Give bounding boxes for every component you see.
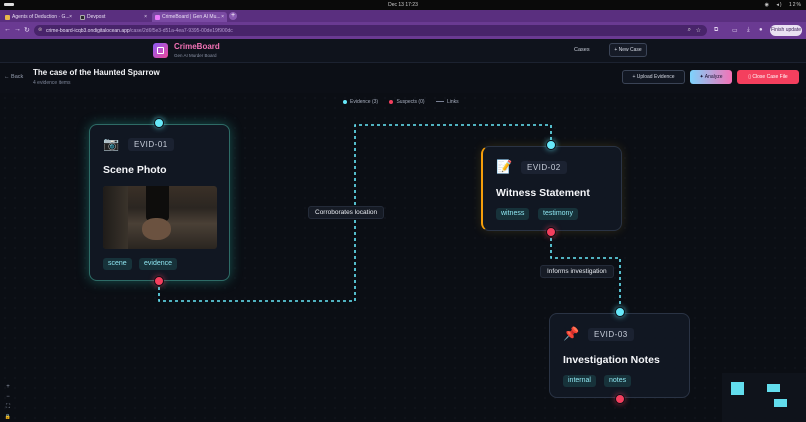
edge-layer	[158, 124, 621, 313]
evidence-title: Witness Statement	[496, 187, 590, 199]
tag-witness[interactable]: witness	[496, 208, 530, 220]
evidence-id-badge: EVID-01	[128, 138, 174, 151]
new-tab-button[interactable]: +	[229, 12, 237, 20]
crimeboard-logo-icon[interactable]	[153, 43, 168, 58]
legend-evidence: Evidence (3)	[350, 99, 379, 105]
tab-search-icon[interactable]: ▭	[732, 28, 738, 34]
finish-update-button[interactable]: Finish update	[770, 25, 802, 36]
profile-avatar-icon[interactable]: ●	[759, 27, 763, 33]
tag-evidence[interactable]: evidence	[139, 258, 178, 270]
fit-view-icon[interactable]: ⛶	[5, 404, 11, 410]
sparkle-icon: ✦	[699, 74, 705, 80]
minimap[interactable]	[722, 373, 806, 422]
close-icon[interactable]: ×	[221, 14, 224, 20]
back-button[interactable]: ← Back	[4, 74, 24, 80]
url-host: crime-board-icqb3.ondigitalocean.app	[46, 28, 130, 34]
close-icon[interactable]: ×	[69, 14, 72, 20]
reload-icon[interactable]: ↻	[24, 27, 30, 34]
close-case-label: Close Case File	[752, 74, 788, 80]
close-icon[interactable]: ×	[144, 14, 147, 20]
evidence-card-evid-03[interactable]: 📌 EVID-03 Investigation Notes internal n…	[549, 313, 690, 398]
edge-label-corroborates[interactable]: Corroborates location	[308, 206, 385, 219]
pushpin-icon: 📌	[563, 326, 580, 341]
site-info-icon[interactable]: ⊜	[38, 27, 43, 33]
download-icon[interactable]: ⤓	[747, 27, 750, 33]
extensions-icon[interactable]: ⧉	[714, 27, 719, 33]
target-handle[interactable]	[546, 140, 556, 150]
evidence-card-evid-01[interactable]: 📷 EVID-01 Scene Photo scene evidence	[89, 124, 230, 281]
tab-favicon	[155, 14, 160, 20]
tab-title: Agents of Deduction · G...	[12, 14, 70, 20]
evidence-id-badge: EVID-02	[521, 161, 567, 174]
camera-icon: 📷	[103, 136, 120, 151]
minimap-node	[767, 384, 780, 392]
source-handle[interactable]	[154, 276, 164, 286]
close-case-button[interactable]: ▯ Close Case File	[737, 70, 799, 84]
board-canvas[interactable]: Evidence (3) Suspects (0) Links 📷 EVID-0…	[0, 93, 806, 422]
scene-photo-image[interactable]	[103, 186, 217, 249]
os-top-bar: Dec 13 17:23 ◉ ◂) 12%	[0, 0, 806, 10]
document-icon: ▯	[748, 74, 753, 80]
browser-tab-crimeboard[interactable]: CrimeBoard | Gen AI Mu... ×	[152, 12, 227, 22]
tab-favicon	[5, 14, 10, 20]
activities-icon[interactable]	[4, 3, 14, 6]
tab-title: CrimeBoard | Gen AI Mu...	[162, 14, 221, 20]
browser-tab-agents[interactable]: Agents of Deduction · G... ×	[2, 12, 75, 22]
url-path: /case/2d6f5e3-d51a-4ea7-9395-00de19f900d…	[129, 28, 233, 34]
zoom-out-button[interactable]: −	[6, 394, 10, 400]
lock-icon[interactable]: 🔒	[4, 414, 12, 420]
zoom-in-button[interactable]: +	[6, 384, 10, 390]
evidence-dot-icon	[343, 99, 347, 104]
board-legend: Evidence (3) Suspects (0) Links	[343, 99, 469, 105]
target-handle[interactable]	[615, 307, 625, 317]
case-title: The case of the Haunted Sparrow	[33, 68, 160, 77]
evidence-count: 4 evidence items	[33, 80, 71, 86]
brand-tagline: Gen AI Murder Board	[174, 53, 217, 58]
legend-links: Links	[446, 99, 459, 105]
legend-suspects: Suspects (0)	[396, 99, 425, 105]
tag-testimony[interactable]: testimony	[538, 208, 578, 220]
case-toolbar: ← Back The case of the Haunted Sparrow 4…	[0, 63, 806, 93]
browser-tab-strip: Agents of Deduction · G... × Devpost × C…	[0, 10, 806, 22]
evidence-title: Scene Photo	[103, 164, 167, 176]
tab-title: Devpost	[87, 14, 106, 20]
evidence-card-evid-02[interactable]: 📝 EVID-02 Witness Statement witness test…	[481, 146, 622, 231]
analyze-button[interactable]: ✦ Analyze	[690, 70, 732, 84]
volume-icon: ◂)	[776, 2, 783, 8]
address-bar[interactable]: ⊜ crime-board-icqb3.ondigitalocean.app/c…	[34, 25, 707, 36]
suspect-dot-icon	[389, 99, 394, 104]
tab-favicon	[80, 14, 85, 20]
minimap-node	[731, 382, 744, 395]
nav-cases-link[interactable]: Cases	[574, 47, 590, 53]
system-tray[interactable]: ◉ ◂) 12%	[761, 2, 802, 8]
wifi-icon: ◉	[764, 2, 771, 8]
minimap-node	[774, 399, 787, 407]
system-clock[interactable]: Dec 13 17:23	[388, 2, 418, 8]
app-header: CrimeBoard Gen AI Murder Board Cases + N…	[0, 39, 806, 63]
upload-evidence-button[interactable]: + Upload Evidence	[622, 70, 685, 84]
bookmark-star-icon[interactable]: ☆	[695, 28, 701, 34]
memo-icon: 📝	[496, 159, 513, 174]
brand-name[interactable]: CrimeBoard	[174, 42, 220, 51]
evidence-title: Investigation Notes	[563, 354, 660, 366]
analyze-label: Analyze	[704, 74, 723, 80]
battery-label: 12%	[788, 2, 802, 8]
edge-label-informs[interactable]: Informs investigation	[540, 265, 614, 278]
new-case-button[interactable]: + New Case	[609, 43, 647, 57]
tag-scene[interactable]: scene	[103, 258, 132, 270]
zoom-icon[interactable]: ⌕	[687, 27, 691, 33]
source-handle[interactable]	[546, 227, 556, 237]
edge-informs-investigation	[550, 232, 621, 313]
tag-internal[interactable]: internal	[563, 375, 596, 387]
link-line-icon	[435, 101, 444, 103]
forward-arrow-icon[interactable]: →	[14, 26, 21, 33]
evidence-id-badge: EVID-03	[588, 328, 634, 341]
source-handle[interactable]	[615, 394, 625, 404]
back-arrow-icon[interactable]: ←	[4, 26, 11, 33]
tag-notes[interactable]: notes	[604, 375, 632, 387]
target-handle[interactable]	[154, 118, 164, 128]
browser-tab-devpost[interactable]: Devpost ×	[77, 12, 150, 22]
browser-toolbar: ← → ↻ ⊜ crime-board-icqb3.ondigitalocean…	[0, 22, 806, 39]
